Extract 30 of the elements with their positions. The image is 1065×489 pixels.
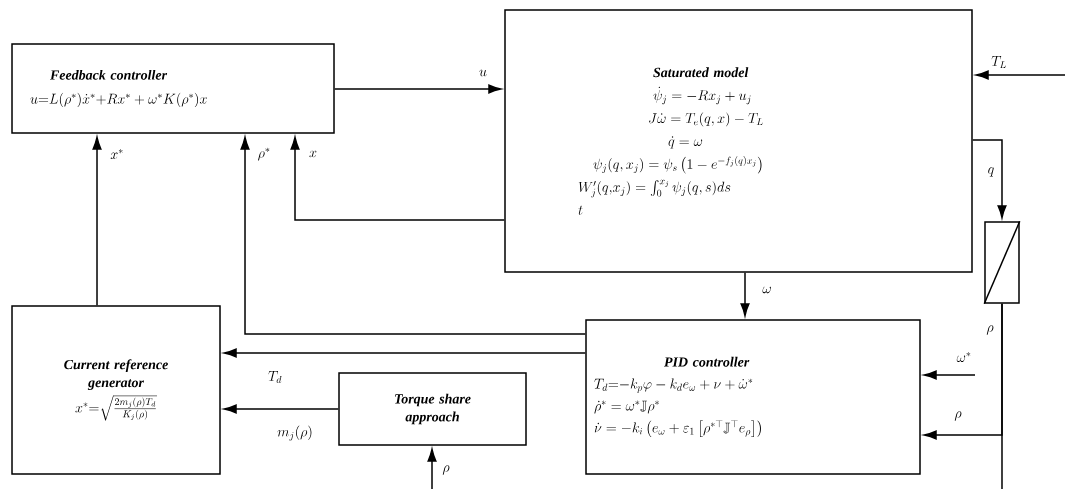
arrow — [972, 139, 1007, 219]
edge-label: $m_j(\rho)$ — [277, 425, 312, 441]
arrow — [427, 448, 437, 489]
arrow — [223, 348, 586, 358]
controller-box: Feedback controller $u{=}L(\rho^*)\dot{x}^*{+}Rx^* + \omega^*K(\rho^*)x$ — [11, 43, 335, 134]
arrow — [334, 84, 502, 94]
edge-label: $\rho$ — [986, 325, 994, 335]
approach-box: Torque share approach — [338, 372, 527, 446]
sensor-box — [983, 220, 1021, 305]
arrow — [223, 404, 339, 414]
edge-label: $x$ — [309, 150, 317, 158]
edge-label: $u$ — [479, 69, 487, 77]
arrow — [290, 136, 505, 221]
edge-label: $q$ — [988, 167, 994, 177]
arrow — [240, 136, 586, 335]
edge-label: $T_L$ — [991, 56, 1006, 68]
arrow — [92, 136, 102, 306]
generator-box: Current reference generator $x^*{=}\sqrt{\frac{2m_j(\rho)T_d}{K_j(\rho)}}$ — [11, 305, 221, 475]
edge-label: $T_d$ — [268, 371, 282, 384]
edge-label: $\omega^*$ — [956, 352, 971, 363]
controller-box: PID controller $T_d{=}{-}k_p\varphi - k_de_\omega + \nu + \dot{\omega}^*$ $\dot{\rho}^* = \omega^*\mathbb{J}\rho^*$ $\dot{\nu} = -k_i\left(e_\omega + \varepsilon_1\left[\rho^{*\top}\mathbb{J}^\top e_\rho\right]\right)$ — [585, 319, 921, 475]
edge-label: $\rho$ — [442, 465, 450, 475]
edge-label: $x^*$ — [110, 149, 123, 160]
model-box: Saturated model $\dot{\psi}_j = -Rx_j + u_j$ $J\dot{\omega} = T_e(q,x) - T_L$ $\dot{q} = \omega$ $\psi_j(q,x_j) = \psi_s\left(1-e^{-f_j(q)x_j}\right)$ $W'_j(q{,}x_j) = \int_0^{x_j}\psi_j(q,s)ds$ $t$ — [504, 9, 973, 273]
edge-label: $\rho$ — [954, 411, 962, 421]
edge-label: $\omega$ — [762, 286, 771, 294]
arrow — [975, 70, 1065, 80]
edge-label: $\rho^*$ — [258, 147, 270, 161]
arrow — [740, 272, 750, 317]
arrow — [923, 370, 976, 380]
